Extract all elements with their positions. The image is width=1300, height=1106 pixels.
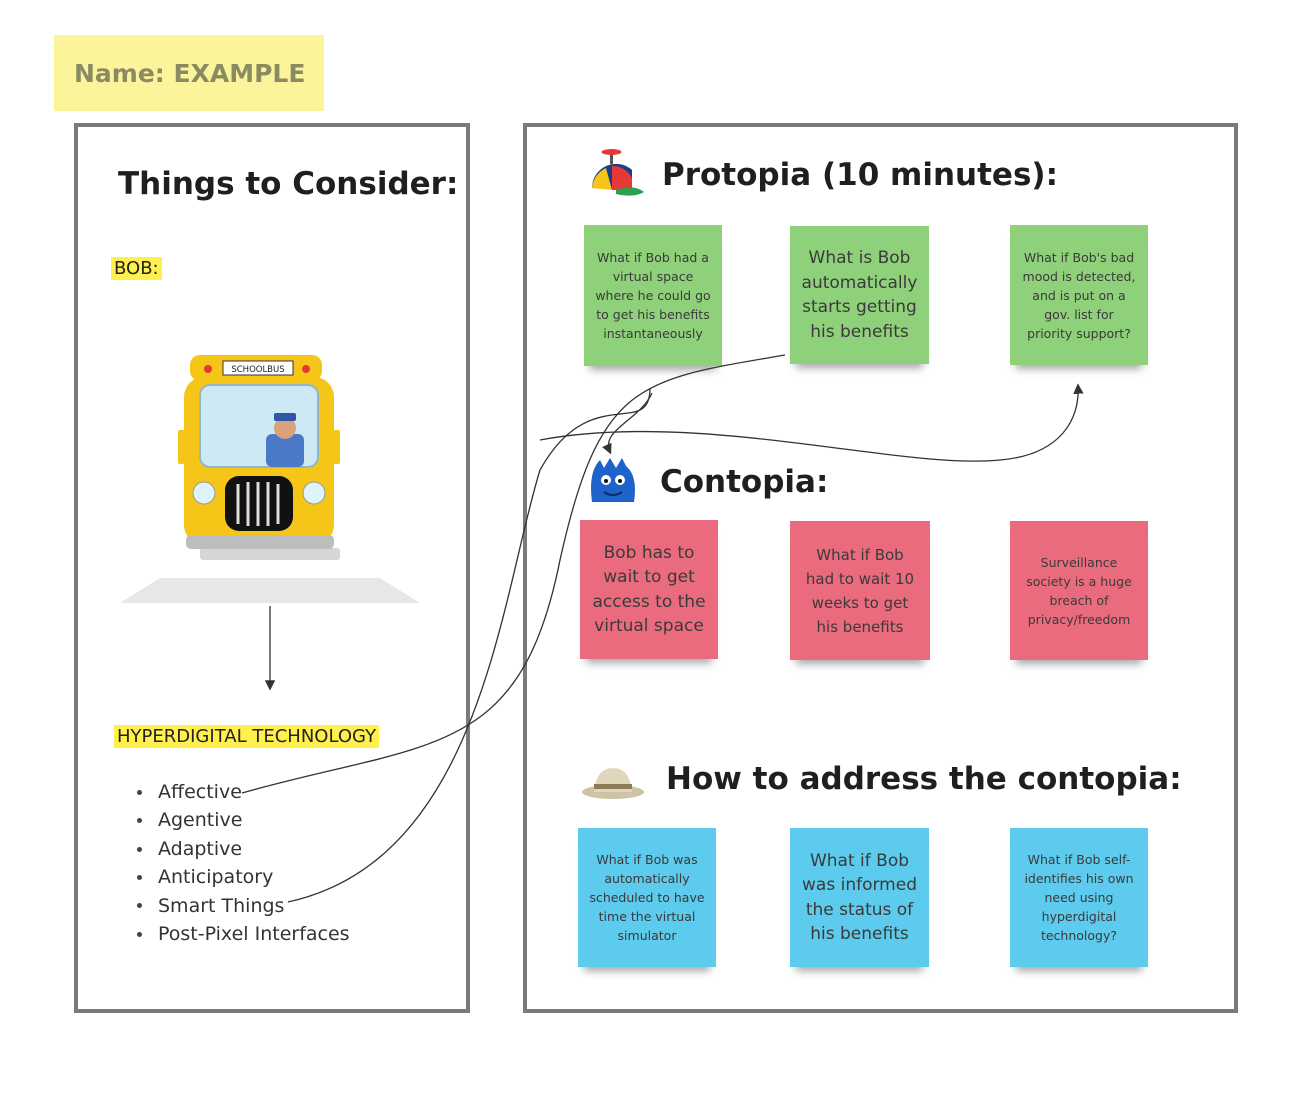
- list-item[interactable]: Post-Pixel Interfaces: [137, 920, 350, 948]
- contopia-note-surveillance[interactable]: Surveillance society is a huge breach of…: [1010, 521, 1148, 660]
- bus-bumper: [186, 535, 334, 549]
- bob-label[interactable]: BOB:: [111, 257, 162, 280]
- affective-connector[interactable]: [241, 354, 786, 794]
- name-sticky-note[interactable]: Name: EXAMPLE: [54, 35, 324, 111]
- address-contopia-heading: How to address the contopia:: [666, 761, 1182, 797]
- list-item[interactable]: Agentive: [137, 806, 350, 834]
- loop-to-mood-note-connector[interactable]: [539, 383, 1084, 462]
- protopia-to-contopia-connector[interactable]: [602, 392, 653, 455]
- contopia-note-wait-access[interactable]: Bob has to wait to get access to the vir…: [580, 520, 718, 659]
- bus-headlight: [302, 481, 326, 505]
- protopia-note-virtual-space[interactable]: What if Bob had a virtual space where he…: [584, 225, 722, 366]
- list-item[interactable]: Anticipatory: [137, 863, 350, 891]
- protopia-note-automatic-benefits[interactable]: What is Bob automatically starts getting…: [790, 226, 929, 364]
- bus-shadow: [120, 578, 420, 603]
- things-to-consider-heading: Things to Consider:: [118, 166, 459, 202]
- list-item[interactable]: Affective: [137, 778, 350, 806]
- address-note-informed[interactable]: What if Bob was informed the status of h…: [790, 828, 929, 967]
- list-item[interactable]: Smart Things: [137, 892, 350, 920]
- propeller-hat-icon: [591, 149, 644, 196]
- driver-figure: [266, 413, 304, 467]
- contopia-note-wait-weeks[interactable]: What if Bob had to wait 10 weeks to get …: [790, 521, 930, 660]
- list-item[interactable]: Adaptive: [137, 835, 350, 863]
- protopia-heading: Protopia (10 minutes):: [662, 157, 1058, 193]
- school-bus-illustration[interactable]: SCHOOLBUS: [120, 350, 420, 610]
- bus-headlight: [192, 481, 216, 505]
- protopia-note-mood-detected[interactable]: What if Bob's bad mood is detected, and …: [1010, 225, 1148, 365]
- technology-list: Affective Agentive Adaptive Anticipatory…: [137, 778, 350, 948]
- blue-monster-icon: [591, 458, 635, 502]
- hyperdigital-technology-label[interactable]: HYPERDIGITAL TECHNOLOGY: [114, 725, 380, 748]
- safari-hat-icon: [582, 768, 644, 799]
- bus-sign: SCHOOLBUS: [231, 365, 284, 375]
- smart-things-connector[interactable]: [287, 387, 651, 903]
- contopia-heading: Contopia:: [660, 464, 829, 500]
- address-note-self-identifies[interactable]: What if Bob self-identifies his own need…: [1010, 828, 1148, 967]
- address-note-scheduled[interactable]: What if Bob was automatically scheduled …: [578, 828, 716, 967]
